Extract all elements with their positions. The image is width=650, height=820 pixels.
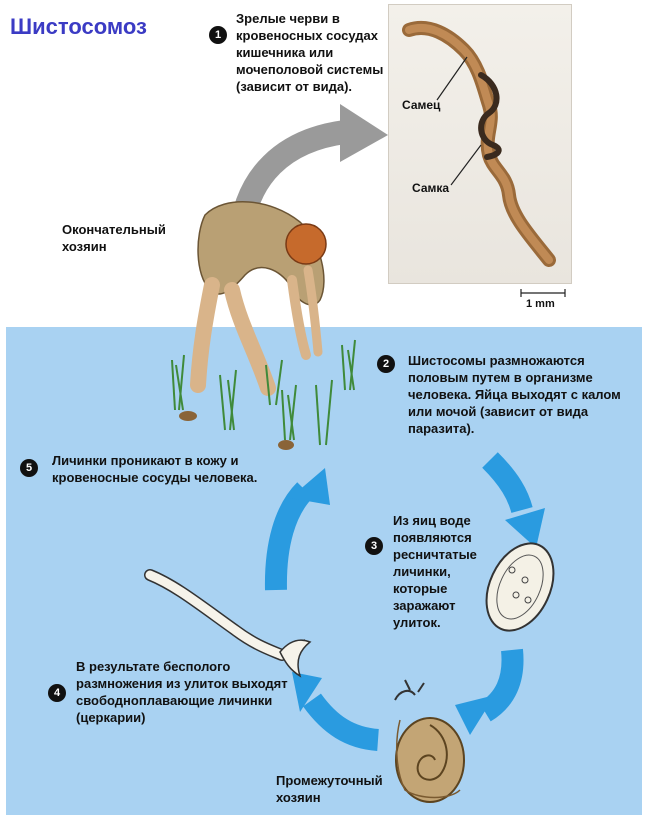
cercaria-illustration — [144, 569, 312, 678]
egg-illustration — [485, 542, 555, 632]
small-snail-icon — [179, 411, 197, 421]
step-5-text: Личинки проникают в кожу и кровеносные с… — [52, 453, 258, 485]
water-reeds — [171, 339, 356, 446]
step-4-text: В результате бесполого размножения из ул… — [76, 659, 288, 725]
snail-illustration — [394, 679, 465, 803]
small-snail-icon — [278, 440, 294, 450]
male-label: Самец — [402, 98, 441, 112]
step-4-badge: 4 — [48, 684, 66, 702]
definitive-host-label: Окончательный хозяин — [62, 222, 166, 254]
step-3-text: Из яиц воде появляются ресничтатые личин… — [393, 513, 477, 630]
scale-label: 1 mm — [526, 298, 555, 310]
step-2-badge: 2 — [377, 355, 395, 373]
step-5-badge: 5 — [20, 459, 38, 477]
page-title: Шистосомоз — [10, 14, 147, 39]
step-1-text: Зрелые черви в кровеносных сосудах кишеч… — [236, 11, 384, 94]
female-label: Самка — [412, 181, 450, 195]
human-figure — [190, 201, 327, 396]
step-2-text: Шистосомы размножаются половым путем в о… — [408, 353, 621, 436]
intermediate-host-label: Промежуточный хозяин — [276, 773, 383, 805]
cycle-arrowheads — [290, 468, 545, 735]
worm-pair-illustration — [402, 20, 565, 295]
step-3-badge: 3 — [365, 537, 383, 555]
step-1-badge: 1 — [209, 26, 227, 44]
worm-photo — [388, 4, 572, 295]
